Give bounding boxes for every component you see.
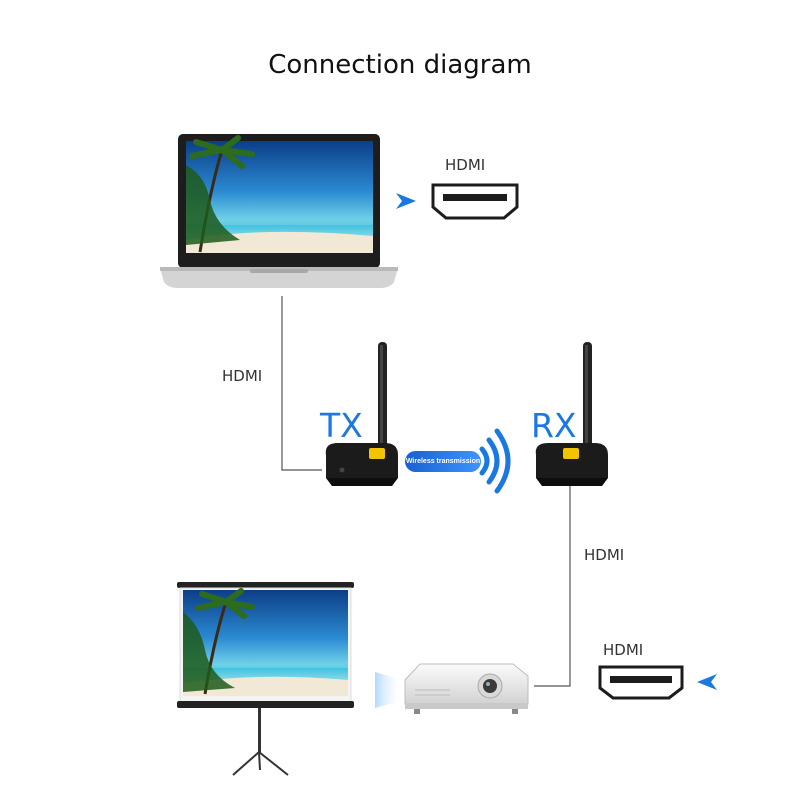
cable-lines [281,296,571,687]
hdmi-label-left: HDMI [222,367,263,385]
receiver-icon [535,342,608,486]
arrow-icon [396,193,416,209]
page-title: Connection diagram [268,50,532,80]
hdmi-port-icon [598,665,684,700]
projector-screen-icon [177,582,354,776]
hdmi-label-bottom: HDMI [603,641,644,659]
laptop-icon [160,134,398,288]
hdmi-label-top: HDMI [445,156,486,174]
rx-label: RX [531,406,577,445]
transmitter-icon [325,342,398,486]
hdmi-port-icon [431,183,519,220]
hdmi-label-right: HDMI [584,546,625,564]
arrow-icon [697,674,717,690]
projector-icon [404,663,529,714]
wireless-transmission-label: Wireless transmission [405,458,481,465]
tx-label: TX [320,406,363,445]
wifi-signal-icon [405,428,511,494]
projector-beam [375,672,403,708]
